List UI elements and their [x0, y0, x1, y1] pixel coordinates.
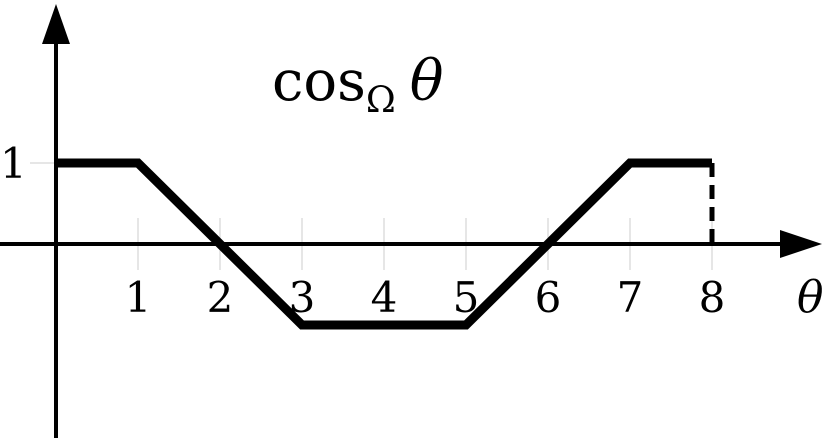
y-axis-arrow	[42, 4, 70, 44]
x-axis-label: θ	[797, 272, 824, 323]
x-tick-label-7: 7	[617, 273, 644, 322]
x-tick-label-5: 5	[453, 273, 480, 322]
x-tick-label-2: 2	[207, 273, 234, 322]
x-tick-label-4: 4	[371, 273, 398, 322]
x-tick-label-3: 3	[289, 273, 316, 322]
x-tick-label-1: 1	[125, 273, 152, 322]
x-tick-label-8: 8	[699, 273, 726, 322]
chart-title-subscript: Ω	[366, 80, 396, 121]
x-axis-arrow	[780, 230, 822, 258]
series-group	[56, 158, 715, 330]
chart-title-func: cos	[272, 49, 366, 114]
x-tick-labels: 1 2 3 4 5 6 7 8	[125, 273, 726, 322]
chart-title-var: θ	[410, 49, 444, 114]
y-tick-label-1: 1	[0, 139, 27, 188]
series-line-main	[56, 158, 712, 330]
x-tick-label-6: 6	[535, 273, 562, 322]
